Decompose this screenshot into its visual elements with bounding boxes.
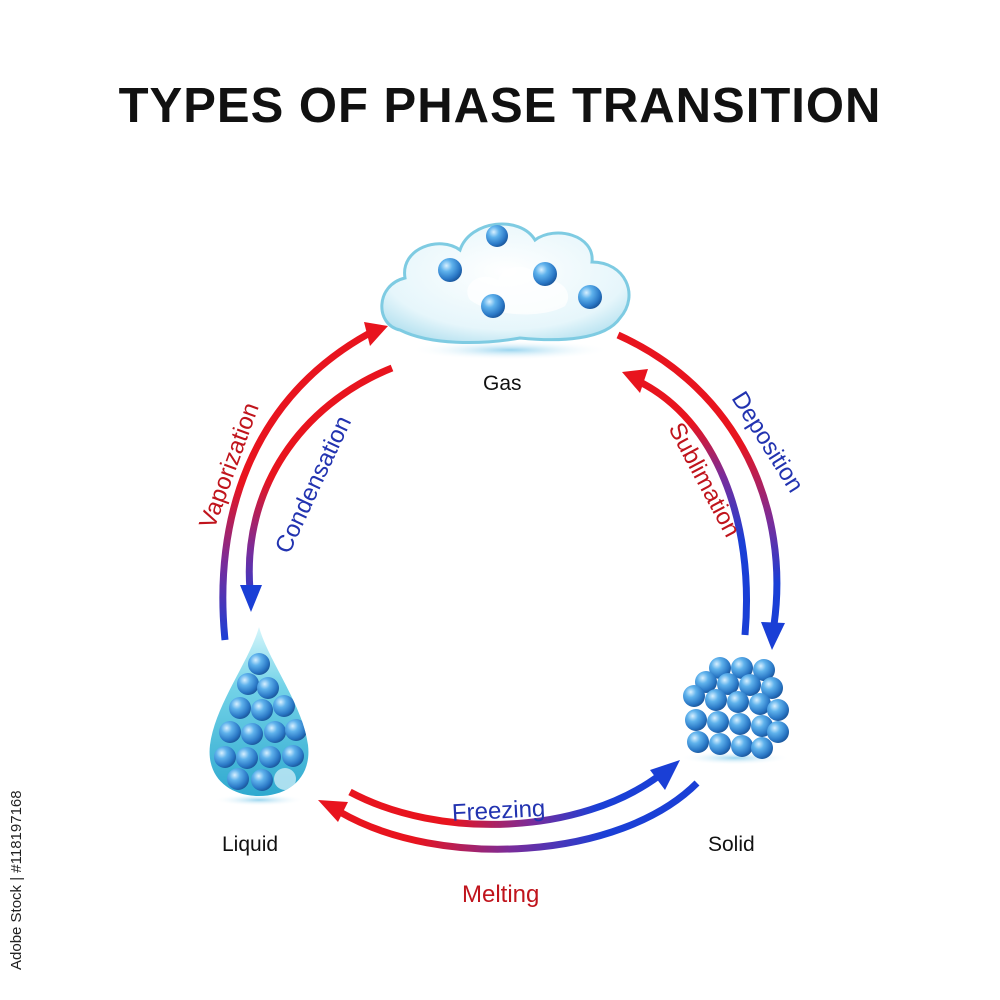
solid-cube-icon — [680, 657, 790, 765]
vaporization-arrow — [219, 322, 388, 641]
condensation-arrow — [240, 364, 394, 612]
stock-watermark: Adobe Stock | #118197168 — [8, 770, 28, 970]
solid-label: Solid — [708, 833, 755, 856]
stock-id-text: Adobe Stock | #118197168 — [8, 790, 25, 970]
sublimation-arrow — [622, 369, 751, 636]
gas-cloud-icon — [380, 222, 631, 360]
melting-label: Melting — [462, 881, 539, 908]
diagram-title: TYPES OF PHASE TRANSITION — [118, 79, 882, 133]
gas-label: Gas — [483, 372, 522, 395]
freezing-label: Freezing — [451, 795, 546, 827]
liquid-drop-icon — [209, 627, 309, 806]
liquid-label: Liquid — [222, 833, 279, 856]
condensation-label: Condensation — [270, 412, 357, 558]
deposition-arrow — [616, 331, 785, 650]
melting-arrow — [318, 780, 700, 853]
freezing-arrow — [348, 760, 680, 828]
